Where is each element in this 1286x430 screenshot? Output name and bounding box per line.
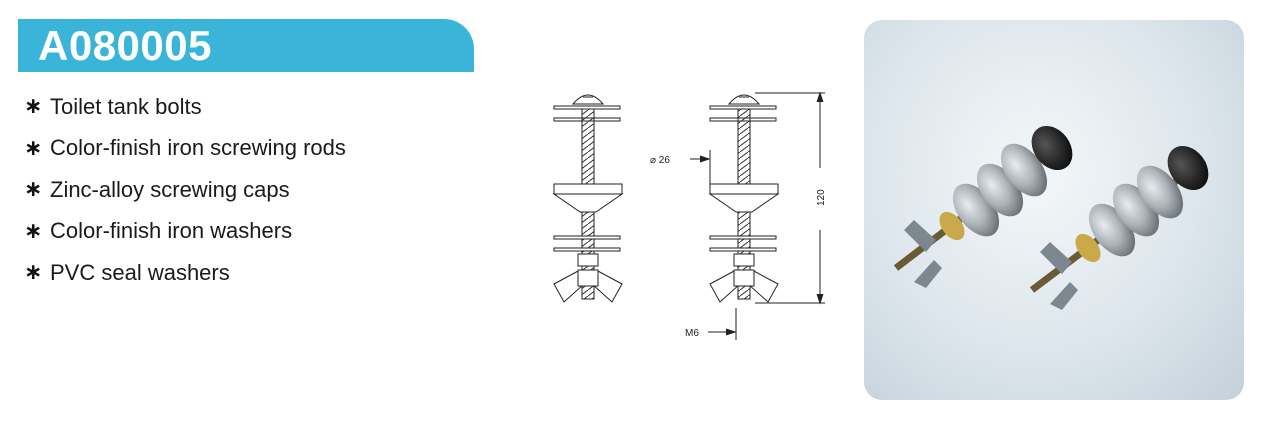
feature-list: ∗ Toilet tank bolts ∗ Color-finish iron sc… [24,86,346,294]
feature-item: ∗ Color-finish iron washers [24,211,346,253]
feature-text: PVC seal washers [50,259,230,285]
thread-label: M6 [685,328,699,339]
bullet-star-icon: ∗ [24,94,43,120]
bolt-photo-1 [893,125,1073,288]
feature-text: Color-finish iron screwing rods [50,135,346,161]
model-code: A080005 [38,22,212,69]
bolt-drawing-left [552,94,624,303]
bullet-star-icon: ∗ [24,177,43,203]
feature-text: Toilet tank bolts [50,93,202,119]
feature-text: Zinc-alloy screwing caps [50,176,290,202]
feature-item: ∗ PVC seal washers [24,252,346,294]
title-banner: A080005 [18,19,474,72]
feature-text: Color-finish iron washers [50,218,293,244]
bullet-star-icon: ∗ [24,135,43,161]
bolts-illustration [893,125,1209,310]
feature-item: ∗ Toilet tank bolts [24,86,346,128]
bullet-star-icon: ∗ [24,260,43,286]
length-label: 120 [816,189,827,206]
feature-item: ∗ Zinc-alloy screwing caps [24,169,346,211]
dimension-lines [690,91,825,340]
product-photo [864,20,1244,400]
feature-item: ∗ Color-finish iron screwing rods [24,128,346,170]
bullet-star-icon: ∗ [24,218,43,244]
diameter-label: ⌀ 26 [650,155,670,166]
bolt-drawing-right [708,94,780,303]
technical-drawing: ⌀ 26 120 M6 [552,91,827,340]
bolt-photo-2 [1029,145,1209,310]
